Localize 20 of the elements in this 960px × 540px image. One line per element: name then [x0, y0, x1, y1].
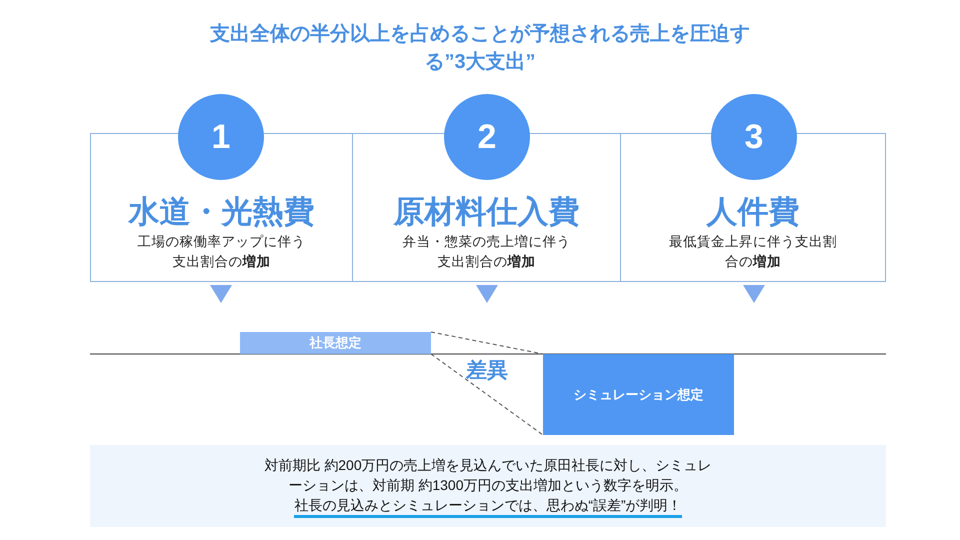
- dashed-connector: [430, 354, 544, 436]
- dashed-connector: [430, 332, 544, 354]
- category-heading: 人件費: [705, 194, 800, 230]
- step-number: 3: [744, 118, 764, 156]
- category-description: 最低賃金上昇に伴う支出割合の増加: [668, 233, 838, 271]
- bar-label: 社長想定: [310, 334, 362, 352]
- difference-label: 差異: [466, 358, 508, 384]
- conclusion-text: 社長の見込みとシミュレーションでは、思わぬ“誤差”が判明！: [294, 496, 682, 518]
- category-heading: 水道・光熱費: [126, 194, 316, 230]
- step-number: 1: [212, 118, 230, 156]
- bar-label: シミュレーション想定: [574, 386, 704, 404]
- category-heading: 原材料仕入費: [392, 194, 580, 230]
- summary-panel: [90, 445, 886, 527]
- category-description: 弁当・惣菜の売上増に伴う支出割合の増加: [402, 233, 572, 271]
- step-number: 2: [478, 118, 496, 156]
- estimate-bar: [240, 332, 431, 354]
- summary-text: 対前期比 約200万円の売上増を見込んでいた原田社長に対し、シミュレーションは、対前期 約1300万円の支出増加という数字を明示。: [263, 456, 713, 494]
- category-description: 工場の稼働率アップに伴う支出割合の増加: [136, 233, 306, 271]
- estimate-bar: [543, 354, 734, 435]
- title: 支出全体の半分以上を占めることが予想される売上を圧迫する”3大支出”: [208, 22, 751, 75]
